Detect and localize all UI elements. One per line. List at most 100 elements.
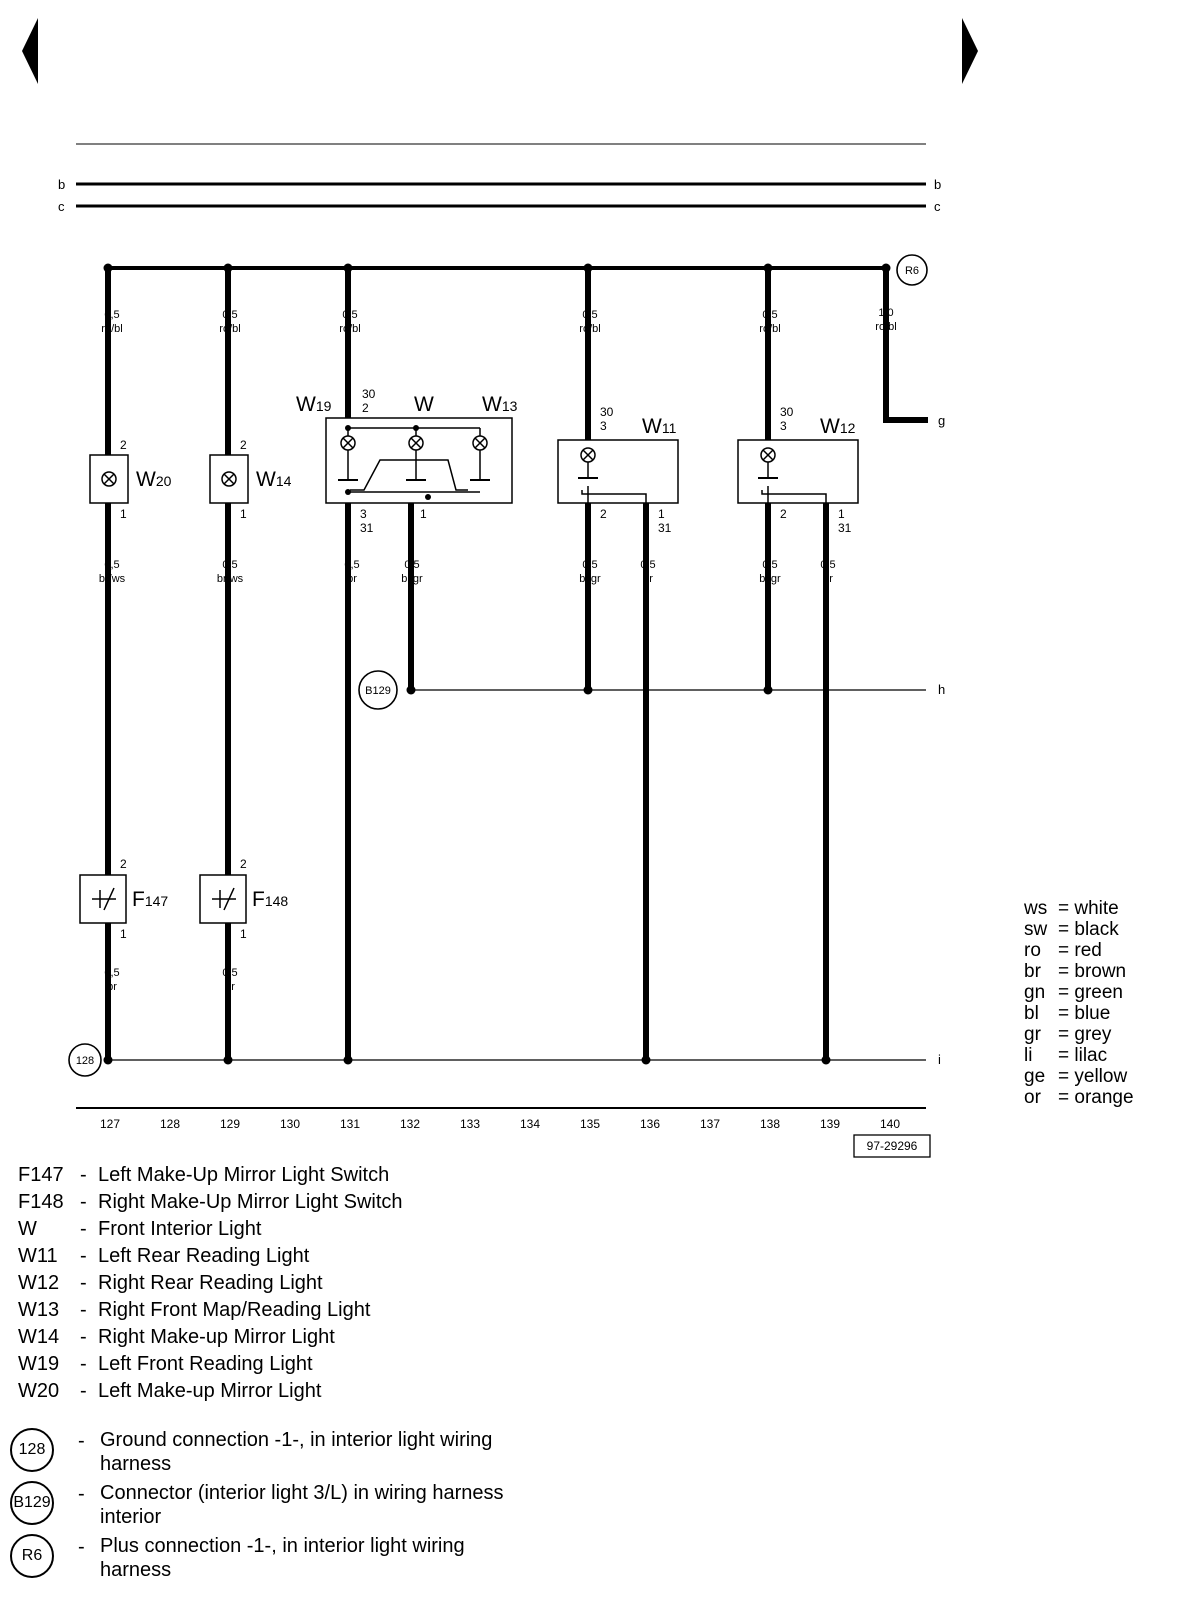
wire-140-top-color: ro/bl — [875, 321, 896, 333]
wire-136-mid-color: br — [643, 573, 653, 585]
wire-131-top-color: ro/bl — [339, 323, 360, 335]
connector-R6: R6 — [896, 254, 928, 286]
connector-description-line: harness — [100, 1559, 172, 1581]
wire-138-mid-color: bl/gr — [759, 573, 781, 585]
color-legend-row: or= orange — [1024, 1087, 1134, 1108]
column-number: 139 — [820, 1117, 840, 1131]
component-W11 — [557, 439, 679, 504]
component-W14-label: W14 — [256, 468, 292, 491]
pin-W12-top-a: 30 — [780, 405, 794, 419]
pin-F148-bot: 1 — [240, 927, 247, 941]
component-legend-row: W-Front Interior Light — [18, 1216, 403, 1243]
wire-132-mid-color: bl/gr — [401, 573, 423, 585]
junction-dot — [103, 1055, 113, 1065]
wire-131-top-size: 0,5 — [342, 309, 357, 321]
legend-dash: - — [80, 1353, 87, 1375]
column-number: 137 — [700, 1117, 720, 1131]
component-code: F147 — [18, 1164, 64, 1186]
component-code: F148 — [18, 1191, 64, 1213]
color-code: ws — [1024, 898, 1048, 919]
component-legend-row: F147-Left Make-Up Mirror Light Switch — [18, 1162, 403, 1189]
drawing-number-box: 97-29296 — [853, 1134, 931, 1158]
wire-129-top-size: 0,5 — [222, 309, 237, 321]
legend-dash: - — [80, 1218, 87, 1240]
color-meaning: = brown — [1058, 961, 1127, 982]
component-W-label: W — [414, 393, 434, 416]
connector-B129: B129 — [358, 670, 398, 710]
component-description: Left Rear Reading Light — [98, 1245, 310, 1267]
color-code: ge — [1024, 1066, 1046, 1087]
connector-legend: 128 - Ground connection -1-, in interior… — [10, 1428, 540, 1587]
edge-label-g: g — [938, 413, 945, 428]
wire-138-top-color: ro/bl — [759, 323, 780, 335]
next-page-arrow-icon[interactable] — [962, 18, 978, 84]
component-code: W20 — [18, 1380, 60, 1402]
component-legend-row: W11-Left Rear Reading Light — [18, 1243, 403, 1270]
edge-label-c-right: c — [934, 199, 941, 214]
component-description: Left Make-up Mirror Light — [98, 1380, 322, 1402]
pin-W12-bot-right-a: 1 — [838, 507, 845, 521]
legend-dash: - — [78, 1536, 85, 1558]
pin-W11-top-b: 3 — [600, 419, 607, 433]
component-W11-label: W11 — [642, 415, 677, 438]
wire-139-mid-color: br — [823, 573, 833, 585]
component-code: W12 — [18, 1272, 60, 1294]
component-code: W19 — [18, 1353, 60, 1375]
pin-W11-top-a: 30 — [600, 405, 614, 419]
connector-128-label: 128 — [76, 1055, 94, 1067]
connector-description-line: harness — [100, 1453, 172, 1475]
pin-W12-top-b: 3 — [780, 419, 787, 433]
color-legend-row: br= brown — [1024, 961, 1134, 982]
column-number: 136 — [640, 1117, 660, 1131]
column-number: 128 — [160, 1117, 180, 1131]
pin-F147-top: 2 — [120, 857, 127, 871]
wire-132-mid-size: 0,5 — [404, 559, 419, 571]
pin-W12-bot-left: 2 — [780, 507, 787, 521]
legend-dash: - — [80, 1272, 87, 1294]
connector-legend-row: 128 - Ground connection -1-, in interior… — [10, 1428, 540, 1481]
connector-128: 128 — [68, 1043, 102, 1077]
color-legend-row: ws= white — [1024, 898, 1134, 919]
component-W20 — [89, 454, 129, 504]
legend-dash: - — [80, 1326, 87, 1348]
drawing-number: 97-29296 — [867, 1139, 918, 1153]
component-code: W11 — [18, 1245, 58, 1267]
color-code: gn — [1024, 982, 1046, 1003]
color-legend-row: ge= yellow — [1024, 1066, 1134, 1087]
connector-badge: R6 — [10, 1534, 54, 1578]
color-code: gr — [1024, 1024, 1041, 1045]
prev-page-arrow-icon[interactable] — [22, 18, 38, 84]
column-numbers: 127 128 129 130 131 132 133 134 135 136 … — [100, 1117, 900, 1131]
wire-139-mid-size: 0,5 — [820, 559, 835, 571]
wire-135-top-color: ro/bl — [579, 323, 600, 335]
wire-129-mid-size: 0,5 — [222, 559, 237, 571]
legend-dash: - — [80, 1299, 87, 1321]
column-number: 129 — [220, 1117, 240, 1131]
junction-dot — [223, 1055, 233, 1065]
component-code: W13 — [18, 1299, 60, 1321]
component-legend-row: W14-Right Make-up Mirror Light — [18, 1324, 403, 1351]
color-meaning: = grey — [1058, 1024, 1112, 1045]
color-meaning: = lilac — [1058, 1045, 1108, 1066]
component-F147-label: F147 — [132, 888, 168, 911]
legend-dash: - — [80, 1380, 87, 1402]
wire-127-top-color: ro/bl — [101, 323, 122, 335]
component-F148-label: F148 — [252, 888, 288, 911]
component-W14 — [209, 454, 249, 504]
column-number: 130 — [280, 1117, 300, 1131]
component-description: Right Make-up Mirror Light — [98, 1326, 335, 1348]
connector-description-line: Plus connection -1-, in interior light w… — [100, 1535, 465, 1557]
color-legend-row: gr = grey — [1024, 1024, 1134, 1045]
wire-129-top-color: ro/bl — [219, 323, 240, 335]
color-meaning: = orange — [1058, 1087, 1134, 1108]
column-138-139-wiring — [765, 268, 829, 1059]
column-number: 127 — [100, 1117, 120, 1131]
pin-W14-bot: 1 — [240, 507, 247, 521]
junction-dot — [641, 1055, 651, 1065]
component-legend-row: F148-Right Make-Up Mirror Light Switch — [18, 1189, 403, 1216]
wire-129-bot-color: br — [225, 981, 235, 993]
color-legend-row: gn= green — [1024, 982, 1134, 1003]
pin-W19-top-b: 2 — [362, 401, 369, 415]
component-description: Left Front Reading Light — [98, 1353, 313, 1375]
